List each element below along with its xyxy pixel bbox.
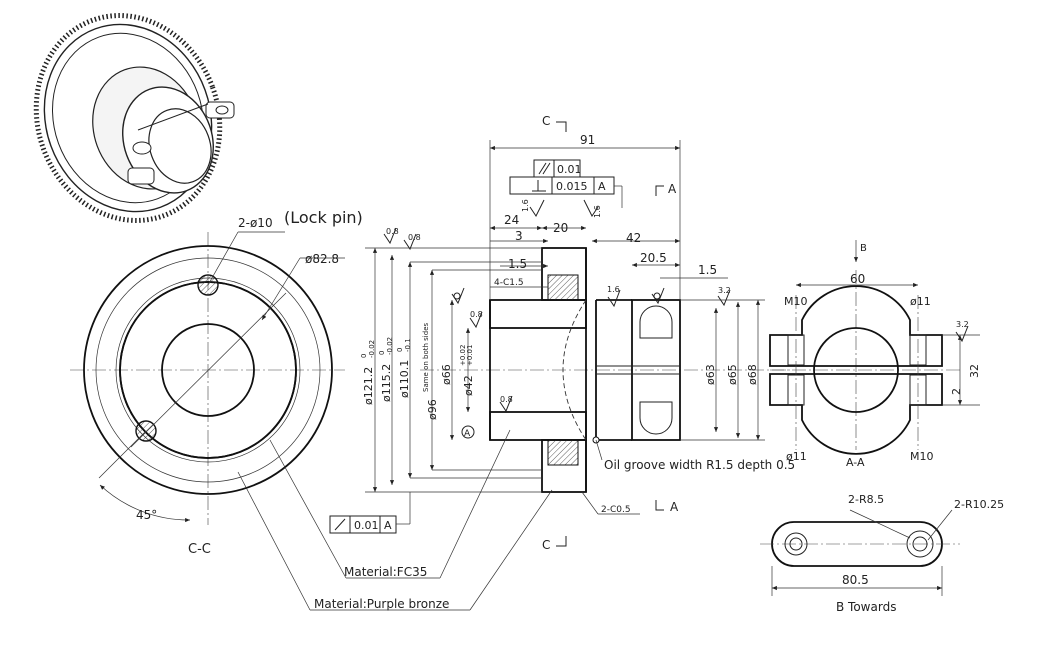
- b-length-80-5: 80.5: [842, 573, 869, 587]
- tol-perp-frame: [509, 176, 615, 195]
- dim-d115: ø115.2: [380, 364, 393, 402]
- dim-20: 20: [553, 221, 568, 235]
- aa-dim-32: 32: [968, 364, 981, 378]
- dim-42: 42: [626, 231, 641, 245]
- dim-d66: ø66: [440, 364, 453, 385]
- rough-3-2: 3.2: [718, 286, 731, 295]
- dim-d110-tol-up: 0: [396, 348, 404, 352]
- section-a-bottom: A: [670, 500, 679, 514]
- angle-45: 45°: [136, 508, 157, 522]
- lock-pin-dim: 2-ø10: [238, 216, 273, 230]
- section-c-bottom: C: [542, 538, 550, 552]
- dim-d121-tol-up: 0: [360, 354, 368, 358]
- dim-d65: ø65: [726, 364, 739, 385]
- b-view-label: B Towards: [836, 600, 896, 614]
- rough-1-6-c: 1.6: [607, 285, 620, 294]
- dim-d96: ø96: [426, 399, 439, 420]
- main-section-view: 91 C C A A 0.01 0.015 A 0.01 A 24 20 3: [329, 114, 795, 552]
- dim-d42-tol-low: +0.01: [466, 345, 474, 366]
- rough-0-8-b: 0.8: [408, 233, 421, 242]
- dim-3: 3: [515, 229, 523, 243]
- dim-d42-tol-up: +0.02: [459, 345, 467, 366]
- b-towards-view: 2-R8.5 2-R10.25 80.5 B Towards: [760, 493, 1004, 614]
- tol-runout-datum: A: [384, 519, 392, 532]
- dim-d110: ø110.1: [398, 360, 411, 398]
- dim-d110-tol-low: -0.1: [404, 338, 412, 352]
- rough-1-6-a: 1.6: [521, 199, 530, 212]
- b-r8-5: 2-R8.5: [848, 493, 884, 506]
- aa-d11-bottom: ø11: [786, 450, 807, 463]
- same-both-sides-note: Same on both sides: [422, 322, 430, 392]
- view-b-arrow-label: B: [860, 243, 867, 254]
- dim-1-5-left: 1.5: [508, 257, 527, 271]
- aa-width-60: 60: [850, 272, 865, 286]
- material-purple-bronze: Material:Purple bronze: [314, 597, 449, 611]
- rough-0-8-a: 0.8: [386, 227, 399, 236]
- roughness-symbols: 1.6 1.6 1.6 0.8 0.8 0.8 0.8 3.2: [383, 199, 731, 413]
- dim-24: 24: [504, 213, 519, 227]
- aa-d11-top: ø11: [910, 295, 931, 308]
- tol-parallel-value: 0.01: [557, 163, 582, 176]
- aa-m10-top: M10: [784, 295, 808, 308]
- lock-pin-note: (Lock pin): [284, 208, 363, 227]
- dim-d63: ø63: [704, 364, 717, 385]
- tol-perp-value: 0.015: [556, 180, 588, 193]
- diameter-82-8: ø82.8: [305, 252, 339, 266]
- cc-view-label: C-C: [188, 542, 211, 557]
- datum-a-circle: [461, 425, 475, 439]
- aa-dim-2: 2: [950, 388, 963, 395]
- dim-20-5: 20.5: [640, 251, 667, 265]
- aa-rough: 3.2: [956, 320, 969, 329]
- aa-view-label: A-A: [846, 456, 865, 469]
- oil-groove-note: Oil groove width R1.5 depth 0.5: [604, 458, 795, 472]
- section-a-top: A: [668, 182, 677, 196]
- rough-0-8-c: 0.8: [470, 310, 483, 319]
- section-aa-view: 60 B M10 ø11 ø11 M10 32 2 3.2 A-A: [769, 240, 981, 469]
- rough-0-8-d: 0.8: [500, 395, 513, 404]
- section-cc-view: 2-ø10 (Lock pin) ø82.8 45° C-C: [70, 208, 363, 557]
- datum-a: A: [464, 429, 471, 439]
- dim-length-91: 91: [580, 133, 595, 147]
- dim-d115-tol-low: -0.02: [386, 337, 394, 355]
- chamfer-4-c1-5: 4-C1.5: [494, 278, 524, 288]
- tol-runout-value: 0.01: [354, 519, 379, 532]
- dim-d115-tol-up: 0: [378, 351, 386, 355]
- tol-perp-datum: A: [598, 180, 606, 193]
- rough-1-6-b: 1.6: [593, 205, 602, 218]
- dim-d121-tol-low: -0.02: [368, 340, 376, 358]
- section-c-top: C: [542, 114, 550, 128]
- dim-d42: ø42: [462, 375, 475, 396]
- dim-d68: ø68: [746, 364, 759, 385]
- material-fc35: Material:FC35: [344, 565, 427, 579]
- aa-m10-bottom: M10: [910, 450, 934, 463]
- material-callouts: Material:FC35 Material:Purple bronze: [237, 429, 553, 611]
- dim-d121: ø121.2: [362, 367, 375, 405]
- b-r10-25: 2-R10.25: [954, 498, 1004, 511]
- dim-1-5-right: 1.5: [698, 263, 717, 277]
- iso-gear-illustration: [33, 13, 235, 223]
- chamfer-2-c0-5: 2-C0.5: [601, 505, 631, 515]
